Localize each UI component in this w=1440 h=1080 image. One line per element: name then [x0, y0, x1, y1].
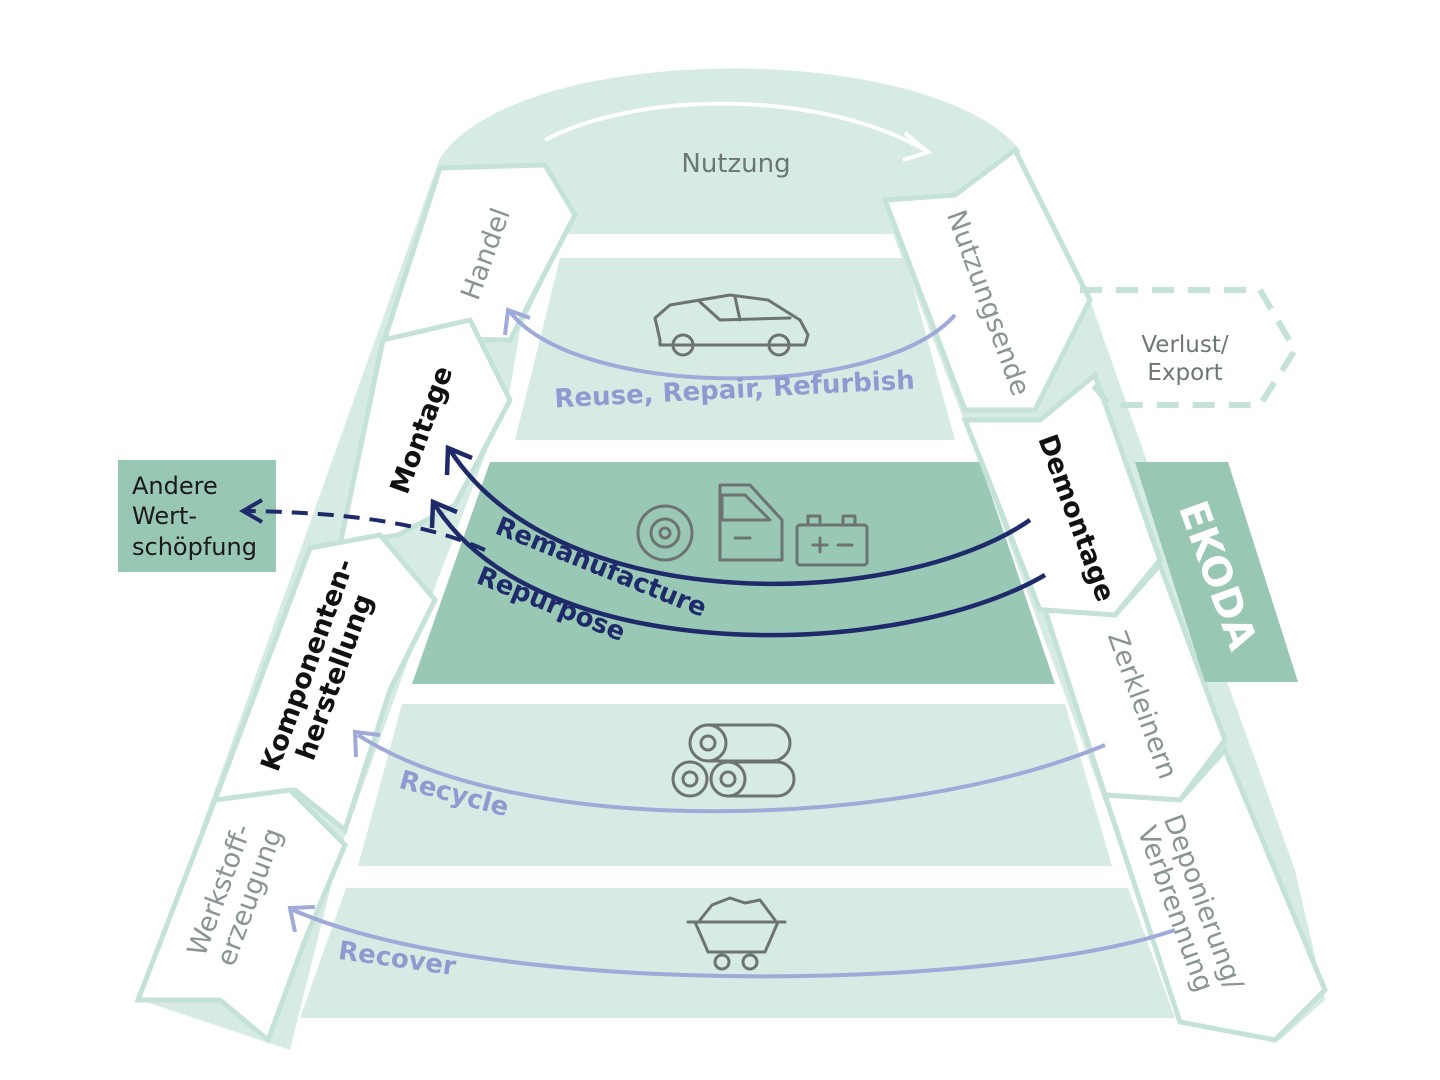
- card-werkstoff: [134, 787, 348, 1045]
- other-value-line3: schöpfung: [132, 533, 257, 561]
- card-nutzungsende: [881, 146, 1093, 413]
- recycle-arrow: [356, 733, 1106, 814]
- remanufacture-arrow: [448, 448, 1032, 587]
- card-deponierung: [1101, 745, 1328, 1043]
- car-door-icon: [718, 483, 784, 562]
- loss-line1: Verlust/: [1141, 332, 1229, 358]
- loss-line2: Export: [1147, 360, 1222, 386]
- reuse-arrow: [508, 310, 957, 381]
- car-icon: [653, 293, 810, 357]
- stage-usage-label: Nutzung: [681, 149, 790, 179]
- ekoda-box: [1135, 462, 1298, 682]
- band-remanufacture: [412, 462, 1055, 684]
- band-recycle: [358, 704, 1112, 866]
- other-value-line1: Andere: [132, 472, 218, 500]
- other-value-line2: Wert-: [132, 502, 197, 530]
- loss-export-box: [1080, 287, 1299, 408]
- card-demontage: [961, 370, 1163, 618]
- battery-icon: [795, 514, 869, 567]
- recover-arrow: [292, 908, 1176, 979]
- other-value-arrow: [244, 509, 486, 552]
- band-reuse: [515, 258, 955, 440]
- usage-arc-arrow: [544, 101, 926, 152]
- tire-icon: [636, 504, 694, 562]
- card-handel: [381, 162, 578, 343]
- material-rolls-icon: [671, 723, 796, 798]
- mine-cart-icon: [686, 896, 787, 971]
- repurpose-arrow: [433, 503, 1047, 638]
